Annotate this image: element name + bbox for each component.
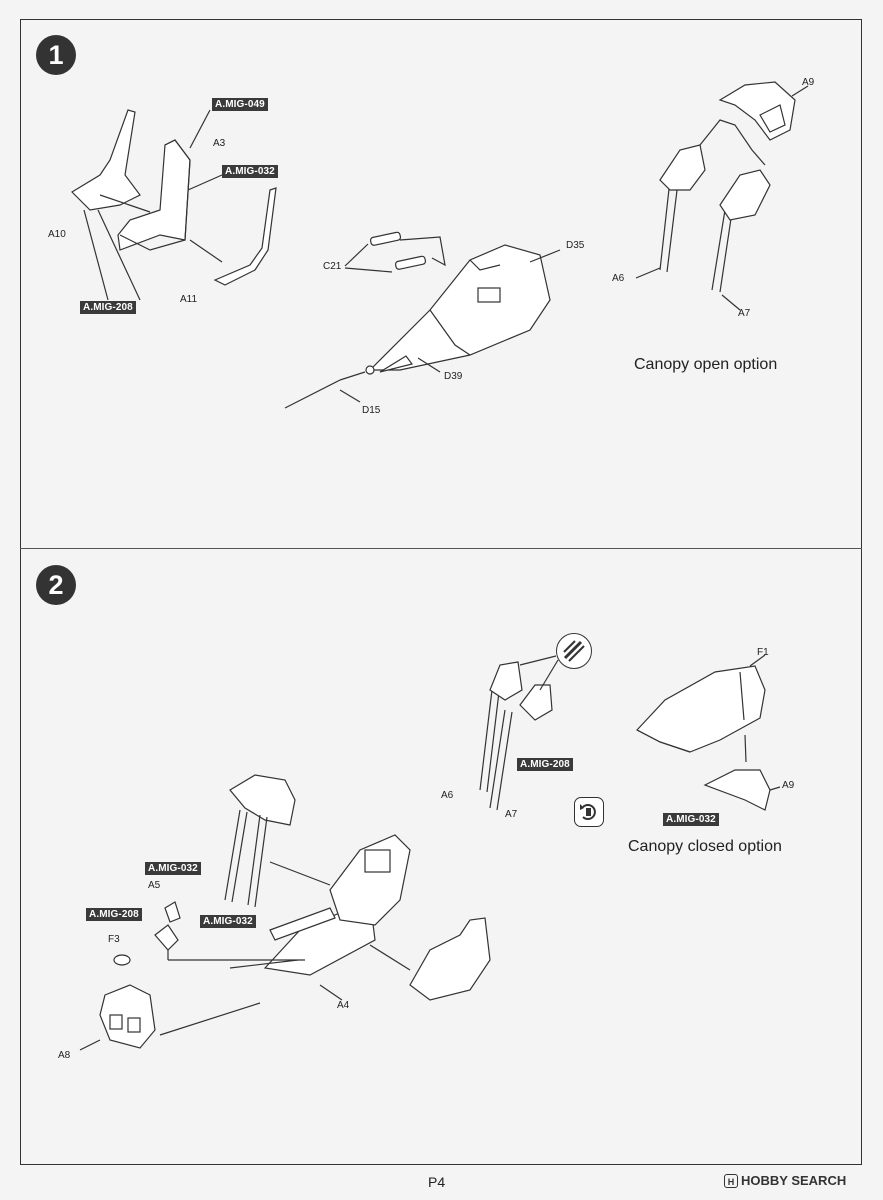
part-label: C21 [323,261,342,272]
part-label: D39 [444,371,463,382]
paint-code-tag: A.MIG-032 [145,862,201,875]
page-number: P4 [428,1174,446,1190]
part-label: A7 [505,809,518,820]
part-label: A11 [180,294,198,305]
part-label: A9 [782,780,795,791]
part-label: D15 [362,405,381,416]
paint-code-tag: A.MIG-208 [86,908,142,921]
step-2-number: 2 [36,565,76,605]
cockpit-tub-drawing [79,774,491,1051]
paint-code-tag: A.MIG-049 [212,98,268,111]
hobby-search-watermark: H HOBBY SEARCH [724,1173,846,1188]
step-1-number: 1 [36,35,76,75]
part-label: A5 [148,880,161,891]
photo-etch-icon [556,633,592,669]
part-label: A4 [337,1000,350,1011]
part-label: F3 [108,934,120,945]
canopy-open-drawing [635,81,809,311]
seat-assembly-drawing [71,109,277,301]
part-label: D35 [566,240,585,251]
canopy-closed-drawing [479,654,781,811]
page-frame [20,19,862,1165]
paint-code-tag: A.MIG-032 [663,813,719,826]
nose-cone-drawing [284,231,561,409]
canopy-closed-caption: Canopy closed option [628,838,782,855]
hobby-search-logo-icon: H [724,1173,738,1188]
part-label: A8 [58,1050,71,1061]
canopy-open-caption: Canopy open option [634,356,778,373]
part-label: A9 [802,77,815,88]
paint-code-tag: A.MIG-208 [517,758,573,771]
watermark-text: HOBBY SEARCH [741,1173,847,1188]
part-label: A3 [213,138,226,149]
part-label: A10 [48,229,66,240]
step-divider [20,548,862,549]
rotate-icon [574,797,604,827]
paint-code-tag: A.MIG-032 [200,915,256,928]
paint-code-tag: A.MIG-032 [222,165,278,178]
part-label: A7 [738,308,751,319]
part-label: A6 [441,790,454,801]
paint-code-tag: A.MIG-208 [80,301,136,314]
part-label: A6 [612,273,625,284]
part-label: F1 [757,647,769,658]
